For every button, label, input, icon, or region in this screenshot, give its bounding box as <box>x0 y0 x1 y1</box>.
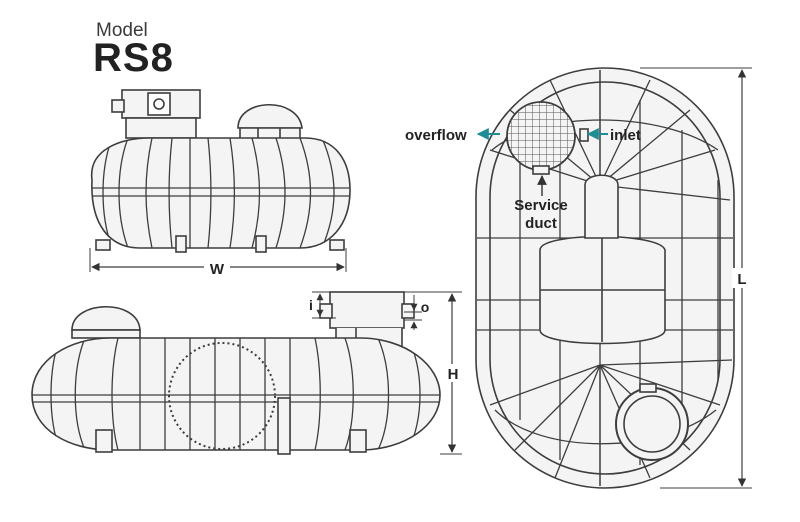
top-view <box>475 67 752 489</box>
service-duct-label-line1: Service <box>514 197 567 214</box>
width-label: W <box>210 261 225 278</box>
inlet-depth-label: i <box>309 297 313 313</box>
top-round-cover <box>615 387 689 461</box>
outlet-depth-label: o <box>421 299 430 315</box>
dotted-outlet-circle <box>168 342 276 450</box>
model-name: RS8 <box>93 36 174 80</box>
length-label: L <box>737 271 746 288</box>
front-view <box>89 89 351 272</box>
overflow-label: overflow <box>405 127 467 144</box>
model-label: Model <box>96 20 148 41</box>
inlet-label: inlet <box>610 127 641 144</box>
front-dome <box>237 103 303 129</box>
side-dome <box>71 305 141 331</box>
side-access-riser <box>329 291 405 329</box>
side-tank-body <box>31 337 441 451</box>
service-duct-label-line2: duct <box>525 215 557 232</box>
side-view <box>31 291 462 455</box>
height-label: H <box>448 366 459 383</box>
front-tank-body <box>91 137 351 249</box>
